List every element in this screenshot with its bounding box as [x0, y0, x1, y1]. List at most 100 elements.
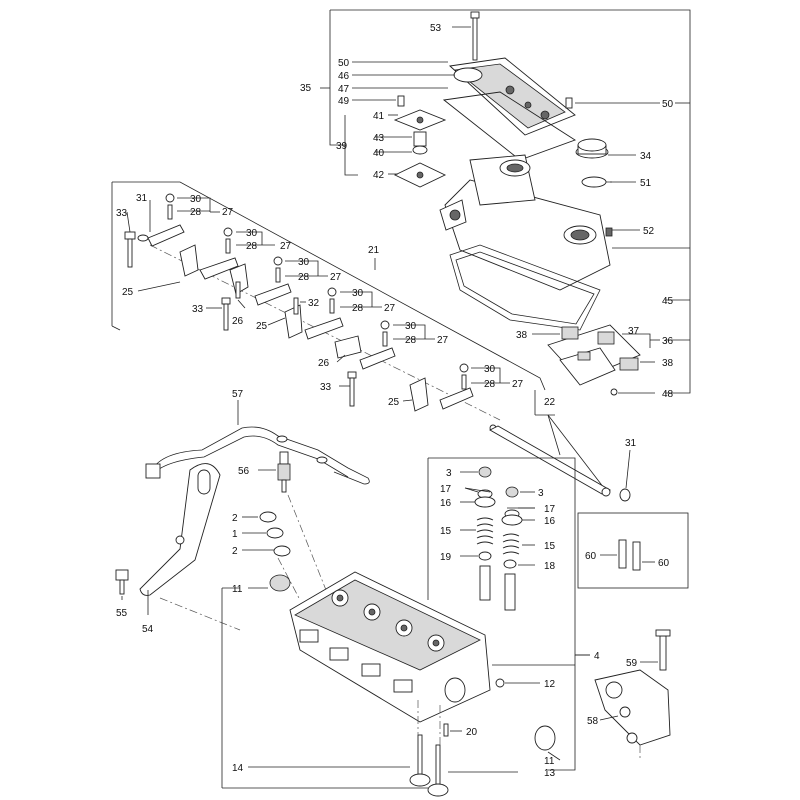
callout-21: 21 [368, 245, 380, 256]
valve-cover-group [320, 9, 691, 396]
callout-30: 30 [298, 257, 310, 268]
valve-parts-right [501, 486, 523, 611]
harness-and-bracket [115, 400, 370, 631]
callout-38: 38 [516, 330, 528, 341]
engine-bracket [594, 629, 671, 760]
callout-43: 43 [373, 133, 385, 144]
callout-28: 28 [405, 335, 417, 346]
callout-19: 19 [440, 552, 452, 563]
callout-51: 51 [640, 178, 652, 189]
cover-plate [448, 57, 576, 136]
callout-25: 25 [388, 397, 400, 408]
bolt-53 [452, 11, 480, 61]
callout-60: 60 [585, 551, 597, 562]
callout-28: 28 [246, 241, 258, 252]
callout-49: 49 [338, 96, 350, 107]
callout-33: 33 [116, 208, 128, 219]
callout-52: 52 [643, 226, 655, 237]
breather-assembly [393, 109, 447, 188]
callout-36: 36 [662, 336, 674, 347]
callout-42: 42 [373, 170, 385, 181]
callout-27: 27 [222, 207, 234, 218]
callout-50: 50 [662, 99, 674, 110]
callout-3: 3 [446, 468, 452, 479]
callout-56: 56 [238, 466, 250, 477]
callout-28: 28 [190, 207, 202, 218]
callout-18: 18 [544, 561, 556, 572]
callout-25: 25 [122, 287, 134, 298]
callout-14: 14 [232, 763, 244, 774]
cylinder-head [221, 571, 590, 797]
callout-16: 16 [544, 516, 556, 527]
callout-30: 30 [352, 288, 364, 299]
callout-26: 26 [232, 316, 244, 327]
callout-41: 41 [373, 111, 385, 122]
rocker-arm-group [111, 181, 546, 432]
callout-48: 48 [662, 389, 674, 400]
callout-22: 22 [544, 397, 556, 408]
callout-30: 30 [246, 228, 258, 239]
callout-28: 28 [352, 303, 364, 314]
callout-45: 45 [662, 296, 674, 307]
callout-16: 16 [440, 498, 452, 509]
rocker-set-3 [304, 287, 396, 370]
rocker-set-1 [124, 193, 199, 277]
callout-25: 25 [256, 321, 268, 332]
callout-39: 39 [336, 141, 348, 152]
callout-labels: 53 50 46 35 47 49 50 41 39 43 40 42 34 5… [116, 23, 674, 779]
callout-33: 33 [320, 382, 332, 393]
callout-30: 30 [484, 364, 496, 375]
callout-47: 47 [338, 84, 350, 95]
callout-3: 3 [538, 488, 544, 499]
valve-train-group [427, 390, 689, 656]
callout-37: 37 [628, 326, 640, 337]
callout-1: 1 [232, 529, 238, 540]
callout-54: 54 [142, 624, 154, 635]
callout-31: 31 [625, 438, 637, 449]
rocker-set-4 [347, 363, 497, 432]
head-details [299, 589, 466, 703]
callout-15: 15 [440, 526, 452, 537]
callout-2: 2 [232, 546, 238, 557]
callout-4: 4 [594, 651, 600, 662]
callout-31: 31 [136, 193, 148, 204]
callout-50: 50 [338, 58, 350, 69]
callout-30: 30 [405, 321, 417, 332]
callout-28: 28 [298, 272, 310, 283]
callout-27: 27 [280, 241, 292, 252]
oil-filler-cap [575, 138, 609, 159]
callout-34: 34 [640, 151, 652, 162]
lifting-bracket [139, 463, 221, 596]
callout-11: 11 [544, 756, 555, 767]
callout-35: 35 [300, 83, 312, 94]
callout-55: 55 [116, 608, 128, 619]
callout-27: 27 [384, 303, 396, 314]
rocker-set-2 [199, 227, 303, 339]
callout-32: 32 [308, 298, 320, 309]
callout-38: 38 [662, 358, 674, 369]
callout-30: 30 [190, 194, 202, 205]
callout-46: 46 [338, 71, 350, 82]
valve-cover-body [439, 154, 613, 291]
callout-33: 33 [192, 304, 204, 315]
callout-27: 27 [330, 272, 342, 283]
callout-20: 20 [466, 727, 478, 738]
callout-27: 27 [437, 335, 449, 346]
callout-60: 60 [658, 558, 670, 569]
callout-15: 15 [544, 541, 556, 552]
callout-40: 40 [373, 148, 385, 159]
callout-12: 12 [544, 679, 556, 690]
callout-53: 53 [430, 23, 442, 34]
callout-2: 2 [232, 513, 238, 524]
callout-17: 17 [440, 484, 452, 495]
callout-57: 57 [232, 389, 244, 400]
glow-plug [277, 451, 291, 493]
callout-26: 26 [318, 358, 330, 369]
callout-27: 27 [512, 379, 524, 390]
valve-parts-left [474, 466, 496, 601]
callout-28: 28 [484, 379, 496, 390]
callout-58: 58 [587, 716, 599, 727]
callout-59: 59 [626, 658, 638, 669]
callout-13: 13 [544, 768, 556, 779]
